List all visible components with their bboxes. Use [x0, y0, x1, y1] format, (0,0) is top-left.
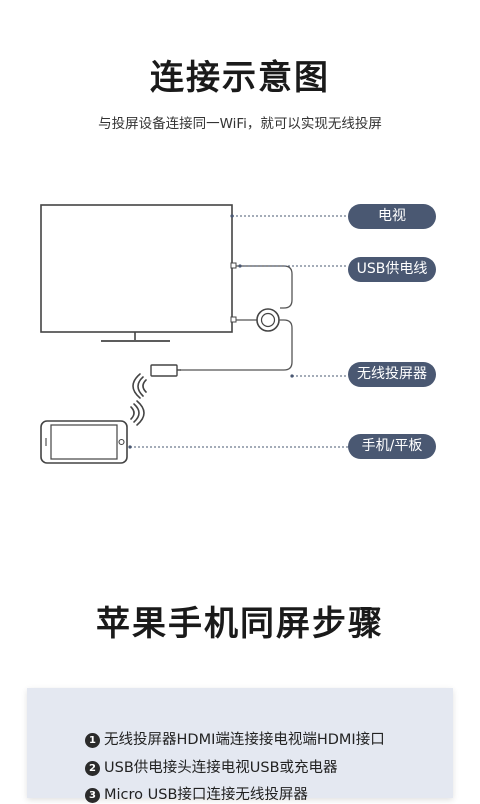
step-number: 2: [85, 761, 100, 776]
step-number: 3: [85, 788, 100, 803]
steps-title: 苹果手机同屏步骤: [96, 604, 384, 644]
label-phone: 手机/平板: [348, 434, 436, 459]
leader-lines: [130, 215, 348, 448]
phone-icon: [40, 420, 128, 464]
dongle-icon: [256, 308, 280, 332]
usb-cable: [236, 265, 293, 309]
step-item: 3 Micro USB接口连接无线投屏器: [85, 783, 308, 804]
wifi-signal-icon: [132, 373, 147, 399]
receiver-plug-icon: [150, 364, 181, 377]
step-number: 1: [85, 733, 100, 748]
step-text: 无线投屏器HDMI端连接接电视端HDMI接口: [104, 732, 385, 748]
connection-diagram: [40, 204, 348, 464]
tv-icon: [40, 204, 233, 342]
label-tv: 电视: [348, 204, 436, 229]
label-receiver: 无线投屏器: [348, 362, 436, 387]
step-text: Micro USB接口连接无线投屏器: [104, 787, 308, 803]
step-item: 1 无线投屏器HDMI端连接接电视端HDMI接口: [85, 728, 385, 749]
step-text: USB供电接头连接电视USB或充电器: [104, 760, 338, 776]
leader-dots: [128, 214, 294, 449]
step-item: 2 USB供电接头连接电视USB或充电器: [85, 756, 338, 777]
hdmi-port: [230, 316, 237, 323]
usb-port: [230, 262, 237, 269]
label-usb-power: USB供电线: [348, 257, 436, 282]
diagram-title: 连接示意图: [150, 58, 330, 98]
wifi-signal-icon: [130, 400, 145, 426]
receiver-cable: [180, 319, 293, 371]
diagram-subtitle: 与投屏设备连接同一WiFi，就可以实现无线投屏: [98, 116, 382, 132]
